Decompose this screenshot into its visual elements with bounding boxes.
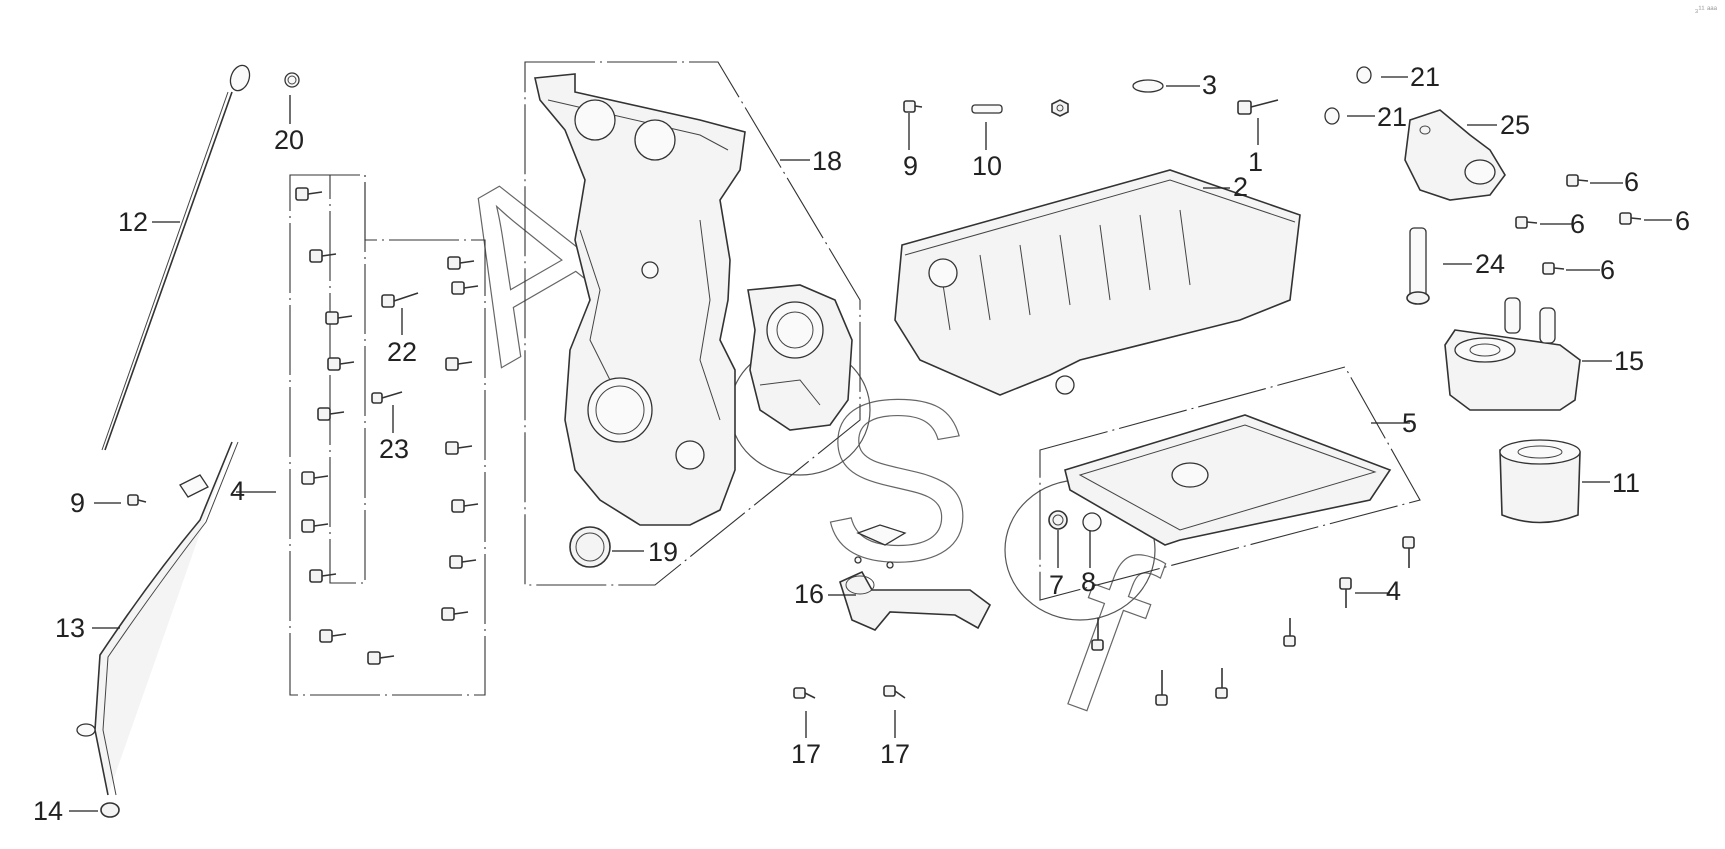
callout-4-right: 4 bbox=[1386, 576, 1401, 606]
strainer-bolt-left bbox=[793, 687, 816, 699]
oil-cooler bbox=[1444, 297, 1581, 411]
lower-crankcase bbox=[894, 169, 1301, 396]
sealing-washer bbox=[284, 72, 300, 88]
callout-9-left: 9 bbox=[70, 488, 85, 518]
hex-nut bbox=[1051, 99, 1069, 117]
callout-5: 5 bbox=[1402, 408, 1417, 438]
oil-filter bbox=[1499, 439, 1581, 524]
callout-12: 12 bbox=[118, 207, 148, 237]
bolt-set bbox=[295, 187, 479, 665]
callout-22: 22 bbox=[387, 337, 417, 367]
oil-cooler-hollow-bolt bbox=[1406, 227, 1430, 305]
o-ring-21-upper bbox=[1356, 66, 1372, 84]
flange-bolt-1 bbox=[1237, 99, 1279, 115]
callout-21-upper: 21 bbox=[1410, 62, 1440, 92]
callout-20: 20 bbox=[274, 125, 304, 155]
tube-grommet bbox=[100, 802, 120, 818]
stud-bolt-9 bbox=[903, 100, 923, 113]
callout-6-d: 6 bbox=[1600, 255, 1615, 285]
dipstick bbox=[101, 64, 251, 451]
callout-24: 24 bbox=[1475, 249, 1505, 279]
callout-2: 2 bbox=[1233, 172, 1248, 202]
callout-1: 1 bbox=[1248, 147, 1263, 177]
callout-17-right: 17 bbox=[880, 739, 910, 769]
callout-7: 7 bbox=[1049, 570, 1064, 600]
strainer-bolt-right bbox=[883, 685, 906, 699]
oil-pan-bolts bbox=[1091, 536, 1415, 706]
dowel-pin-10 bbox=[971, 104, 1003, 114]
callout-9-top: 9 bbox=[903, 151, 918, 181]
callout-14: 14 bbox=[33, 796, 63, 826]
dipstick-tube bbox=[76, 441, 239, 796]
callout-19: 19 bbox=[648, 537, 678, 567]
callout-11: 11 bbox=[1612, 468, 1640, 498]
callout-labels: 1 2 3 4 4 5 6 6 6 6 7 8 9 9 10 11 12 13 … bbox=[33, 62, 1690, 826]
oil-filter-housing bbox=[1404, 109, 1506, 201]
frame-timing-cover bbox=[524, 61, 861, 586]
callout-25: 25 bbox=[1500, 110, 1530, 140]
oil-pan bbox=[1064, 414, 1392, 546]
corner-mark: ₃¹¹ ᵃᵃᵃ bbox=[1694, 4, 1717, 14]
callout-3: 3 bbox=[1202, 70, 1217, 100]
callout-18: 18 bbox=[812, 146, 842, 176]
callout-6-a: 6 bbox=[1624, 167, 1639, 197]
group-frames bbox=[289, 61, 1421, 696]
callout-6-b: 6 bbox=[1570, 209, 1585, 239]
drain-plug bbox=[1048, 510, 1068, 530]
callout-23: 23 bbox=[379, 434, 409, 464]
o-ring-21-lower bbox=[1324, 107, 1340, 125]
callout-8: 8 bbox=[1081, 567, 1096, 597]
housing-bolts bbox=[1515, 174, 1642, 275]
small-bolt bbox=[127, 494, 147, 506]
o-ring-3 bbox=[1132, 79, 1164, 93]
timing-chain-cover bbox=[534, 73, 746, 526]
leader-lines bbox=[69, 76, 1672, 812]
callout-16: 16 bbox=[794, 579, 824, 609]
callout-13: 13 bbox=[55, 613, 85, 643]
callout-17-left: 17 bbox=[791, 739, 821, 769]
callout-15: 15 bbox=[1614, 346, 1644, 376]
oil-pump bbox=[747, 284, 853, 431]
oil-strainer bbox=[839, 524, 992, 631]
callout-10: 10 bbox=[972, 151, 1002, 181]
frame-oil-pan bbox=[1039, 366, 1421, 601]
callout-4-left: 4 bbox=[230, 476, 245, 506]
callout-21-lower: 21 bbox=[1377, 102, 1407, 132]
callout-6-c: 6 bbox=[1675, 206, 1690, 236]
drain-plug-washer bbox=[1082, 512, 1102, 532]
frame-bolts-outer bbox=[289, 174, 486, 696]
